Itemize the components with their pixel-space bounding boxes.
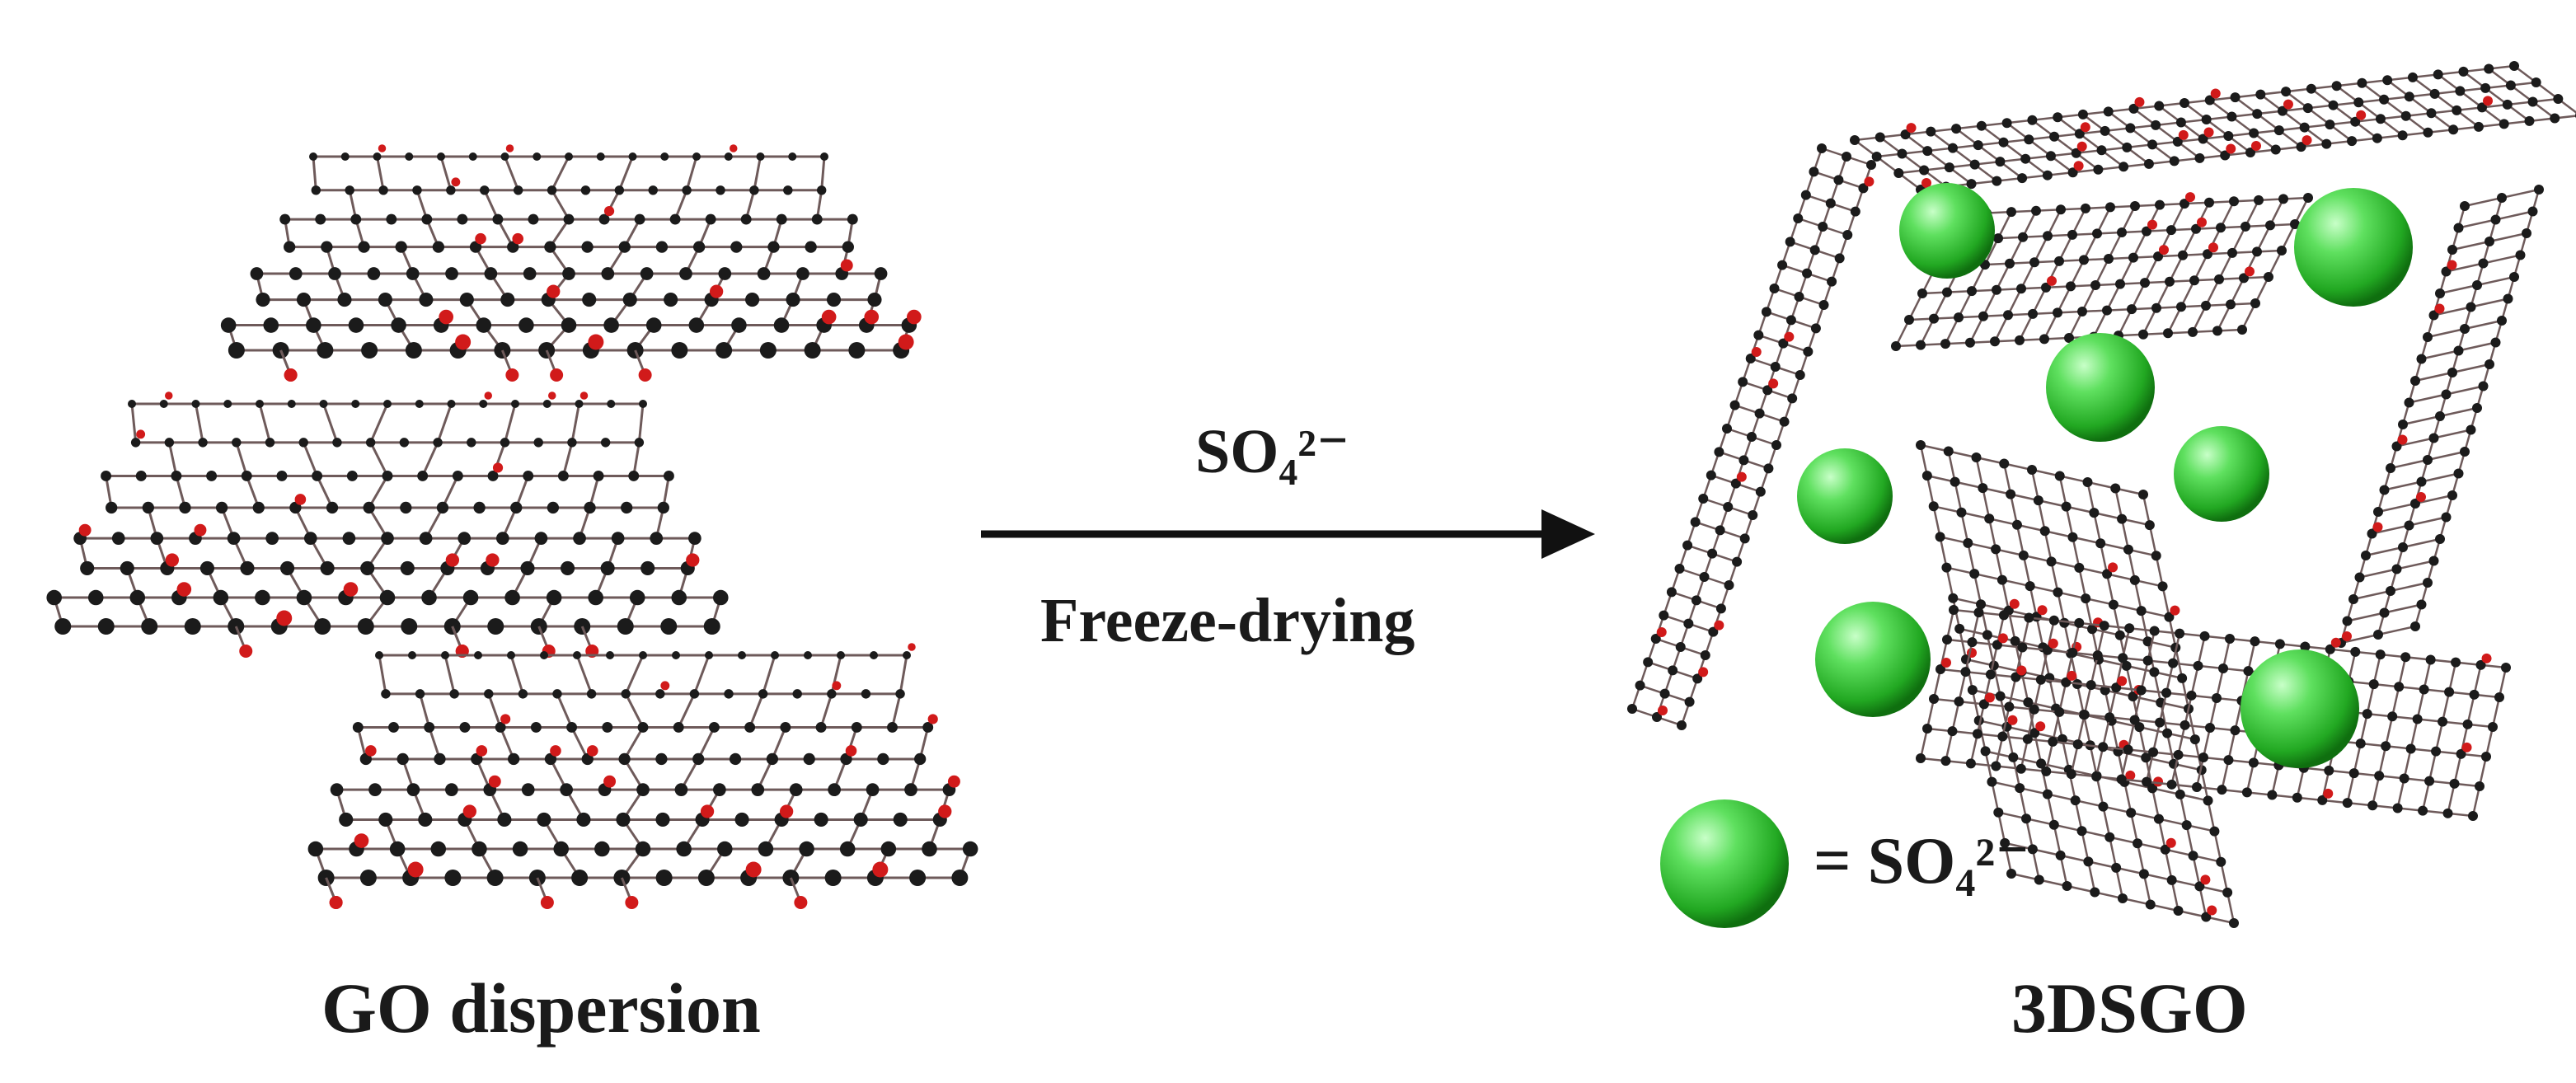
sulfate-sphere	[2046, 333, 2155, 442]
right-panel	[2336, 185, 2544, 648]
sulfate-sphere	[2241, 649, 2359, 768]
3dsgo-label: 3DSGO	[2011, 968, 2248, 1048]
bottom-panel	[1916, 605, 2511, 821]
go-sheet-top	[220, 144, 922, 382]
sulfate-sphere	[1899, 183, 1995, 279]
sulfate-sphere	[1797, 448, 1893, 544]
go-sheet-bottom	[307, 643, 978, 909]
process-arrow	[981, 509, 1595, 559]
process-label: Freeze-drying	[1040, 586, 1415, 655]
legend-label: = SO₄²⁻	[1814, 825, 2030, 898]
top-panel	[1850, 61, 2576, 195]
go-sheet-middle	[46, 391, 729, 658]
sulfate-ions	[1660, 183, 2413, 928]
sulfate-sphere	[1815, 602, 1931, 717]
sulfate-sphere	[2174, 426, 2269, 522]
middle-panel	[1916, 440, 2239, 928]
legend-sulfate-icon	[1660, 799, 1789, 928]
reagent-label: SO₄²⁻	[1195, 417, 1350, 486]
sulfate-sphere	[2294, 188, 2413, 307]
3dsgo-framework	[1627, 61, 2576, 928]
left-panel	[1627, 143, 1876, 730]
go-sheet-stack	[46, 144, 978, 909]
go-dispersion-label: GO dispersion	[321, 968, 761, 1048]
